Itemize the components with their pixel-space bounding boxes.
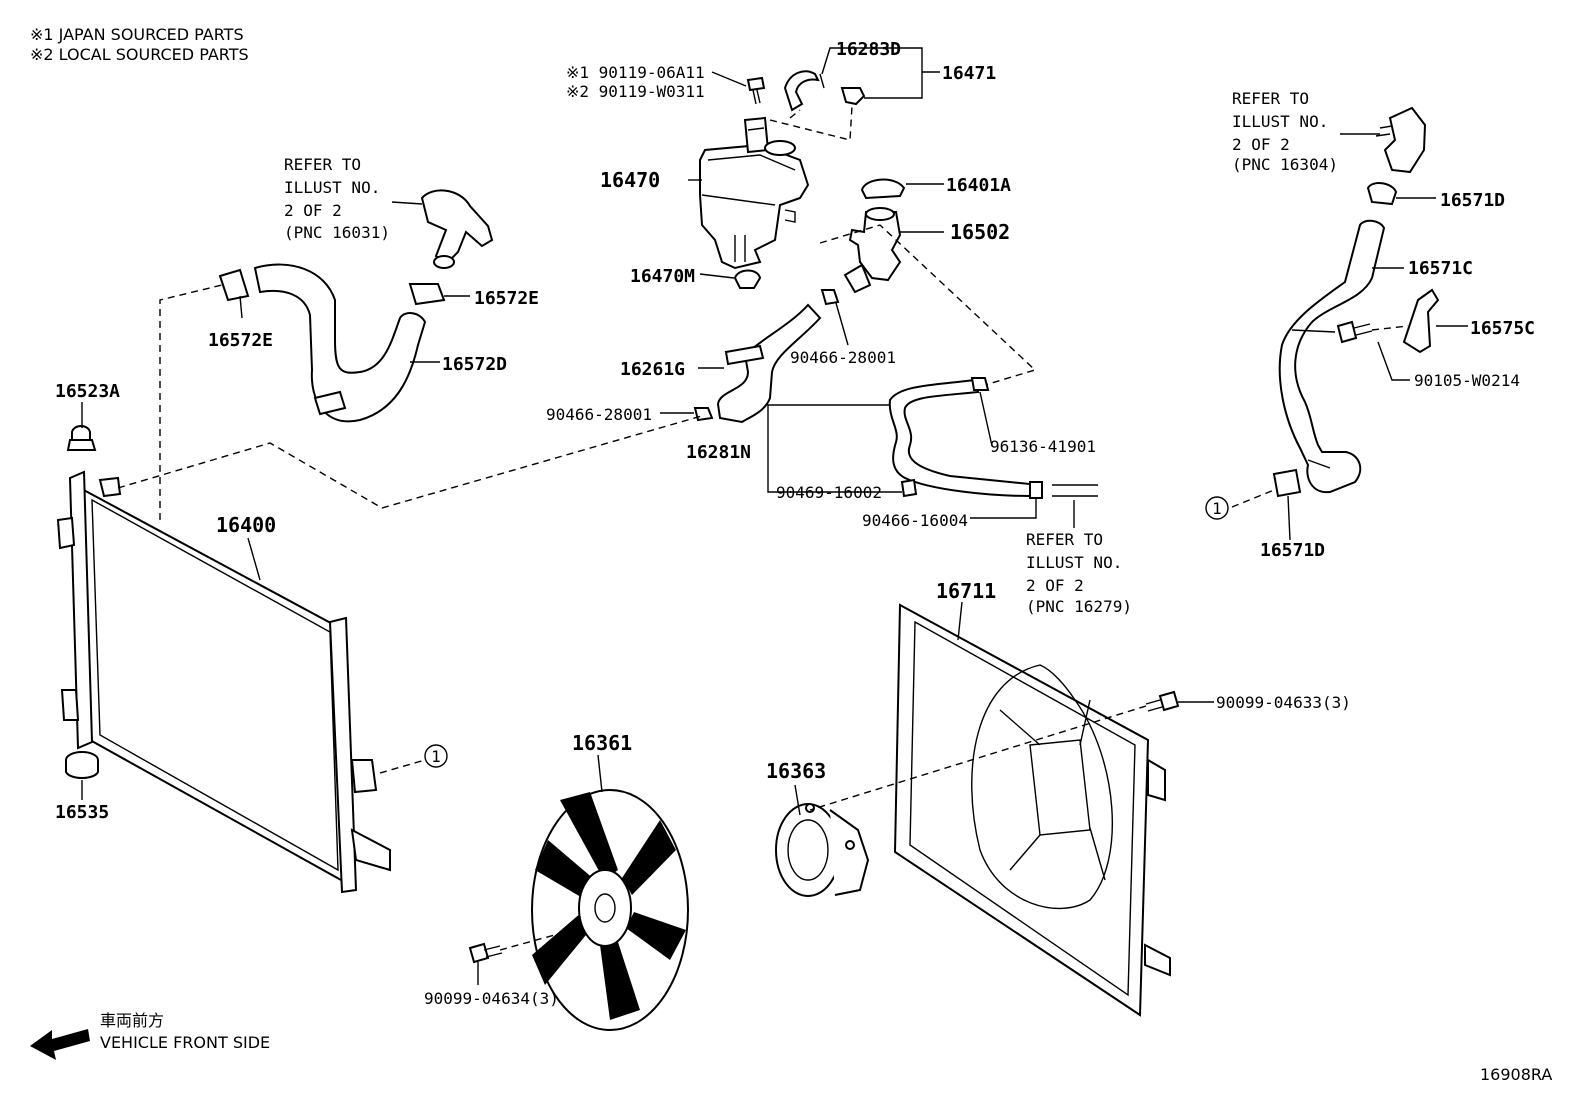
label-96136-41901: 96136-41901 — [990, 437, 1096, 456]
refer-note-16031: REFER TO ILLUST NO. 2 OF 2 (PNC 16031) — [284, 155, 390, 242]
label-90105-W0214: 90105-W0214 — [1414, 371, 1520, 390]
svg-text:2 OF 2: 2 OF 2 — [284, 201, 342, 220]
fan-shroud-16711-drawing — [893, 603, 1171, 1017]
label-90466-16004: 90466-16004 — [862, 511, 968, 530]
label-16572E-left: 16572E — [208, 330, 273, 351]
leader-dash-tank — [769, 105, 853, 141]
dash-inlet-box — [819, 224, 1037, 386]
diagram-code: 16908RA — [1480, 1065, 1552, 1084]
svg-text:(PNC 16304): (PNC 16304) — [1232, 155, 1338, 174]
fan-16361-drawing — [531, 789, 689, 1031]
label-16571D-top: 16571D — [1440, 190, 1505, 211]
label-16502: 16502 — [950, 220, 1010, 244]
label-16261G: 16261G — [620, 359, 685, 380]
clamp-16571D-bottom-drawing — [1272, 468, 1302, 498]
label-16572D: 16572D — [442, 354, 507, 375]
svg-text:(PNC 16031): (PNC 16031) — [284, 223, 390, 242]
label-16711: 16711 — [936, 579, 996, 603]
label-16535: 16535 — [55, 802, 109, 823]
hose-16281N-drawing — [888, 377, 1043, 499]
hose-16572D-drawing — [253, 263, 427, 423]
svg-text:ILLUST NO.: ILLUST NO. — [1232, 112, 1328, 131]
label-16361: 16361 — [572, 731, 632, 755]
dash-radiator-circle — [379, 759, 426, 774]
svg-text:ILLUST NO.: ILLUST NO. — [1026, 553, 1122, 572]
label-90119-W0311: ※2 90119-W0311 — [566, 82, 705, 101]
label-16281N: 16281N — [686, 442, 751, 463]
circle-ref-right: 1 — [1205, 496, 1229, 520]
thermostat-housing-16031-drawing — [420, 189, 494, 269]
label-16572E-top: 16572E — [474, 288, 539, 309]
bolt-90105-W0214-drawing — [1336, 320, 1373, 344]
reservoir-tank-drawing — [699, 116, 810, 270]
bracket-16575C-drawing — [1402, 288, 1440, 354]
svg-text:2 OF 2: 2 OF 2 — [1026, 576, 1084, 595]
inlet-16502-drawing — [843, 207, 902, 294]
label-16470: 16470 — [600, 168, 660, 192]
label-16283D: 16283D — [836, 39, 901, 60]
label-16401A: 16401A — [946, 175, 1011, 196]
label-16470M: 16470M — [630, 266, 695, 287]
label-16471: 16471 — [942, 63, 996, 84]
bolt-90099-04633-drawing — [1145, 690, 1180, 712]
svg-text:(PNC 16279): (PNC 16279) — [1026, 597, 1132, 616]
clamp-16571D-top-drawing — [1366, 182, 1398, 206]
svg-text:1: 1 — [431, 747, 441, 766]
svg-text:1: 1 — [1212, 499, 1222, 518]
label-16571C: 16571C — [1408, 258, 1473, 279]
leader-lines — [81, 47, 1468, 985]
svg-text:2 OF 2: 2 OF 2 — [1232, 135, 1290, 154]
clamp-90466-28001-right-drawing — [820, 289, 840, 306]
clamp-90466-28001-left-drawing — [693, 407, 714, 422]
label-90099-04634: 90099-04634(3) — [424, 989, 559, 1008]
label-90466-28001-right: 90466-28001 — [790, 348, 896, 367]
bolt-90119-drawing — [746, 76, 766, 105]
radiator-16400-drawing — [56, 470, 391, 894]
clamp-16572E-left-drawing — [218, 268, 250, 302]
svg-text:ILLUST NO.: ILLUST NO. — [284, 178, 380, 197]
label-90466-28001-left: 90466-28001 — [546, 405, 652, 424]
outlet-16304-drawing — [1375, 106, 1427, 174]
clip-16471-drawing — [840, 87, 866, 106]
front-direction-arrow-icon — [30, 1029, 90, 1060]
refer-note-16279: REFER TO ILLUST NO. 2 OF 2 (PNC 16279) — [1026, 530, 1132, 616]
hose-16283D-drawing — [783, 70, 825, 112]
hose-16261G-drawing — [716, 303, 822, 424]
svg-text:REFER TO: REFER TO — [1026, 530, 1103, 549]
fan-motor-16363-drawing — [775, 803, 870, 897]
svg-text:REFER TO: REFER TO — [284, 155, 361, 174]
legend-note-2: ※2 LOCAL SOURCED PARTS — [30, 45, 249, 64]
clamp-16572E-top-drawing — [408, 283, 446, 306]
dash-radiator-hose — [117, 414, 706, 509]
cap-16401A-drawing — [860, 178, 906, 200]
part-labels: 16283D 16471 ※1 90119-06A11 ※2 90119-W03… — [55, 39, 1535, 1008]
label-90469-16002: 90469-16002 — [776, 483, 882, 502]
label-16575C: 16575C — [1470, 318, 1535, 339]
refer-note-16304: REFER TO ILLUST NO. 2 OF 2 (PNC 16304) — [1232, 89, 1338, 174]
label-16400: 16400 — [216, 513, 276, 537]
hose-16571C-drawing — [1278, 219, 1386, 494]
cushion-16535-drawing — [65, 751, 99, 779]
label-90099-04633: 90099-04633(3) — [1216, 693, 1351, 712]
direction-label-en: VEHICLE FRONT SIDE — [100, 1033, 270, 1052]
label-16571D-bottom: 16571D — [1260, 540, 1325, 561]
grommet-16470M-drawing — [733, 269, 762, 289]
pipe-end-16279-drawing — [1052, 484, 1098, 497]
legend-note-1: ※1 JAPAN SOURCED PARTS — [30, 25, 244, 44]
circle-ref-left: 1 — [424, 744, 448, 768]
dash-motor-bolt — [809, 705, 1147, 811]
label-16363: 16363 — [766, 759, 826, 783]
bolt-90099-04634-drawing — [468, 942, 503, 964]
label-16523A: 16523A — [55, 381, 120, 402]
dash-radiator-upper — [159, 284, 223, 520]
svg-text:REFER TO: REFER TO — [1232, 89, 1309, 108]
direction-label-jp: 車両前方 — [100, 1011, 164, 1030]
cap-16523A-drawing — [66, 425, 97, 451]
label-90119-06A11: ※1 90119-06A11 — [566, 63, 705, 82]
